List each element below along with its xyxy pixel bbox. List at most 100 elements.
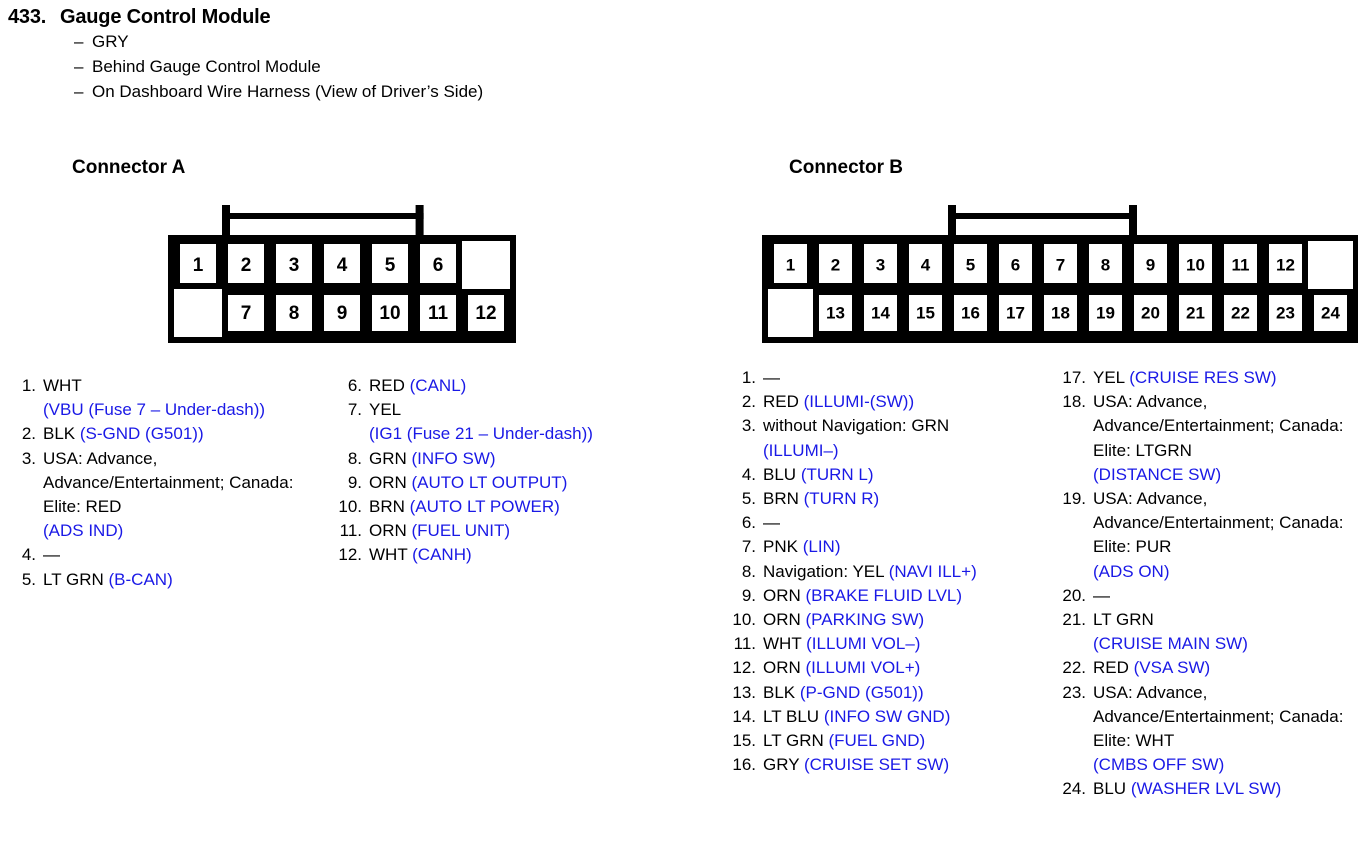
wire-color: LT GRN	[43, 569, 104, 589]
svg-text:4: 4	[921, 255, 931, 274]
pin-number: 4.	[741, 464, 756, 484]
wire-color: BLK	[763, 682, 796, 702]
signal-name: (BRAKE FLUID LVL)	[805, 585, 963, 605]
pin-description: ORN (AUTO LT OUTPUT)	[369, 471, 662, 495]
pin-entry: 19.USA: Advance, Advance/Entertainment; …	[1056, 487, 1356, 584]
pin-number: 5.	[21, 569, 36, 589]
svg-text:24: 24	[1321, 303, 1340, 322]
signal-name: (AUTO LT POWER)	[409, 497, 560, 517]
pin-number: 2.	[21, 424, 36, 444]
wire-color: USA: Advance, Advance/Entertainment; Can…	[1093, 682, 1344, 751]
wire-color: —	[1093, 585, 1110, 605]
pin-description: RED (VSA SW)	[1093, 656, 1356, 680]
svg-text:12: 12	[475, 303, 496, 324]
pin-entry: 1.—	[726, 366, 1056, 390]
pin-number: 14.	[732, 706, 756, 726]
signal-name: (AUTO LT OUTPUT)	[411, 472, 568, 492]
signal-name: (ILLUMI–)	[763, 440, 839, 460]
pin-number: 5.	[741, 489, 756, 509]
pin-number: 17.	[1062, 368, 1086, 387]
wire-color: ORN	[369, 472, 407, 492]
pin-description: LT BLU (INFO SW GND)	[763, 705, 1056, 729]
pin-entry: 7.YEL(IG1 (Fuse 21 – Under-dash))	[332, 398, 662, 446]
wire-color: WHT	[369, 545, 408, 565]
wire-color: RED	[1093, 658, 1129, 678]
pin-number: 18.	[1062, 392, 1086, 412]
signal-name: (FUEL UNIT)	[411, 521, 511, 541]
pin-number: 16.	[732, 755, 756, 775]
signal-name: (CANL)	[409, 376, 467, 395]
wire-color: BLU	[763, 464, 797, 484]
wire-color: GRY	[763, 755, 800, 775]
pin-description: USA: Advance, Advance/Entertainment; Can…	[1093, 390, 1356, 487]
pin-entry: 9.ORN (BRAKE FLUID LVL)	[726, 584, 1056, 608]
connector-a-pinlist-column-2: 6.RED (CANL)7.YEL(IG1 (Fuse 21 – Under-d…	[332, 374, 662, 568]
signal-name: (PARKING SW)	[805, 610, 925, 630]
pin-entry: 10.BRN (AUTO LT POWER)	[332, 495, 662, 519]
pin-description: ORN (PARKING SW)	[763, 608, 1056, 632]
wire-color: without Navigation: GRN	[763, 416, 950, 436]
wire-color: USA: Advance, Advance/Entertainment; Can…	[1093, 392, 1344, 460]
connector-a-pinlist-column-1: 1.WHT(VBU (Fuse 7 – Under-dash))2.BLK (S…	[14, 374, 334, 592]
signal-name: (ILLUMI-(SW))	[803, 392, 915, 412]
svg-text:5: 5	[966, 255, 975, 274]
pin-number: 7.	[741, 537, 756, 557]
connector-b-pinlist-column-1: 1.—2.RED (ILLUMI-(SW))3.without Navigati…	[726, 366, 1056, 777]
wire-color: ORN	[763, 610, 801, 630]
pin-number: 11.	[733, 634, 756, 654]
pin-number: 21.	[1062, 610, 1086, 630]
pin-description: LT GRN(CRUISE MAIN SW)	[1093, 608, 1356, 656]
pin-description: BLK (P-GND (G501))	[763, 681, 1056, 705]
wire-color: USA: Advance, Advance/Entertainment; Can…	[1093, 489, 1344, 557]
svg-text:2: 2	[241, 255, 252, 276]
signal-name: (WASHER LVL SW)	[1130, 779, 1282, 799]
pin-entry: 5. LT GRN (B-CAN)	[14, 568, 334, 592]
svg-text:6: 6	[1011, 255, 1020, 274]
pin-description: —	[1093, 584, 1356, 608]
signal-name: (NAVI ILL+)	[888, 561, 977, 581]
pin-entry: 22.RED (VSA SW)	[1056, 656, 1356, 680]
svg-text:21: 21	[1186, 303, 1205, 322]
connector-b-heading: Connector B	[789, 157, 903, 178]
svg-text:23: 23	[1276, 303, 1295, 322]
pin-entry: 12.ORN (ILLUMI VOL+)	[726, 656, 1056, 680]
signal-name: (CANH)	[412, 545, 472, 565]
pin-number: 2.	[741, 392, 756, 412]
pin-entry: 5.BRN (TURN R)	[726, 487, 1056, 511]
pin-entry: 17. YEL (CRUISE RES SW)	[1056, 366, 1356, 390]
pin-number: 8.	[347, 448, 362, 468]
svg-text:13: 13	[826, 303, 845, 322]
pin-entry: 3.without Navigation: GRN(ILLUMI–)	[726, 414, 1056, 462]
signal-name: (S-GND (G501))	[79, 424, 204, 444]
pin-description: YEL (CRUISE RES SW)	[1093, 366, 1356, 390]
pin-entry: 21. LT GRN(CRUISE MAIN SW)	[1056, 608, 1356, 656]
pin-number: 12.	[338, 545, 362, 565]
wire-color: ORN	[763, 658, 801, 678]
svg-text:2: 2	[831, 255, 840, 274]
svg-text:6: 6	[433, 255, 444, 276]
svg-text:10: 10	[379, 303, 400, 324]
signal-name: (ILLUMI VOL+)	[805, 658, 921, 678]
pin-entry: 20.—	[1056, 584, 1356, 608]
header-bullet-1: –Behind Gauge Control Module	[74, 54, 1008, 79]
wire-color: ORN	[369, 521, 407, 541]
pin-number: 13.	[732, 682, 756, 702]
signal-name: (CRUISE MAIN SW)	[1093, 634, 1248, 654]
pin-number: 24.	[1062, 779, 1086, 799]
pin-description: ORN (BRAKE FLUID LVL)	[763, 584, 1056, 608]
wire-color: LT BLU	[763, 706, 820, 726]
svg-text:14: 14	[871, 303, 890, 322]
wire-color: LT GRN	[763, 731, 824, 751]
svg-text:11: 11	[1232, 255, 1250, 274]
svg-text:10: 10	[1186, 255, 1205, 274]
section-title: Gauge Control Module	[60, 6, 271, 28]
pin-description: RED (ILLUMI-(SW))	[763, 390, 1056, 414]
bullet-dash: –	[74, 32, 84, 51]
pin-number: 8.	[741, 561, 756, 581]
pin-entry: 2. RED (ILLUMI-(SW))	[726, 390, 1056, 414]
svg-text:9: 9	[1146, 255, 1155, 274]
pin-number: 6.	[347, 376, 362, 395]
pin-description: LT GRN (B-CAN)	[43, 568, 334, 592]
